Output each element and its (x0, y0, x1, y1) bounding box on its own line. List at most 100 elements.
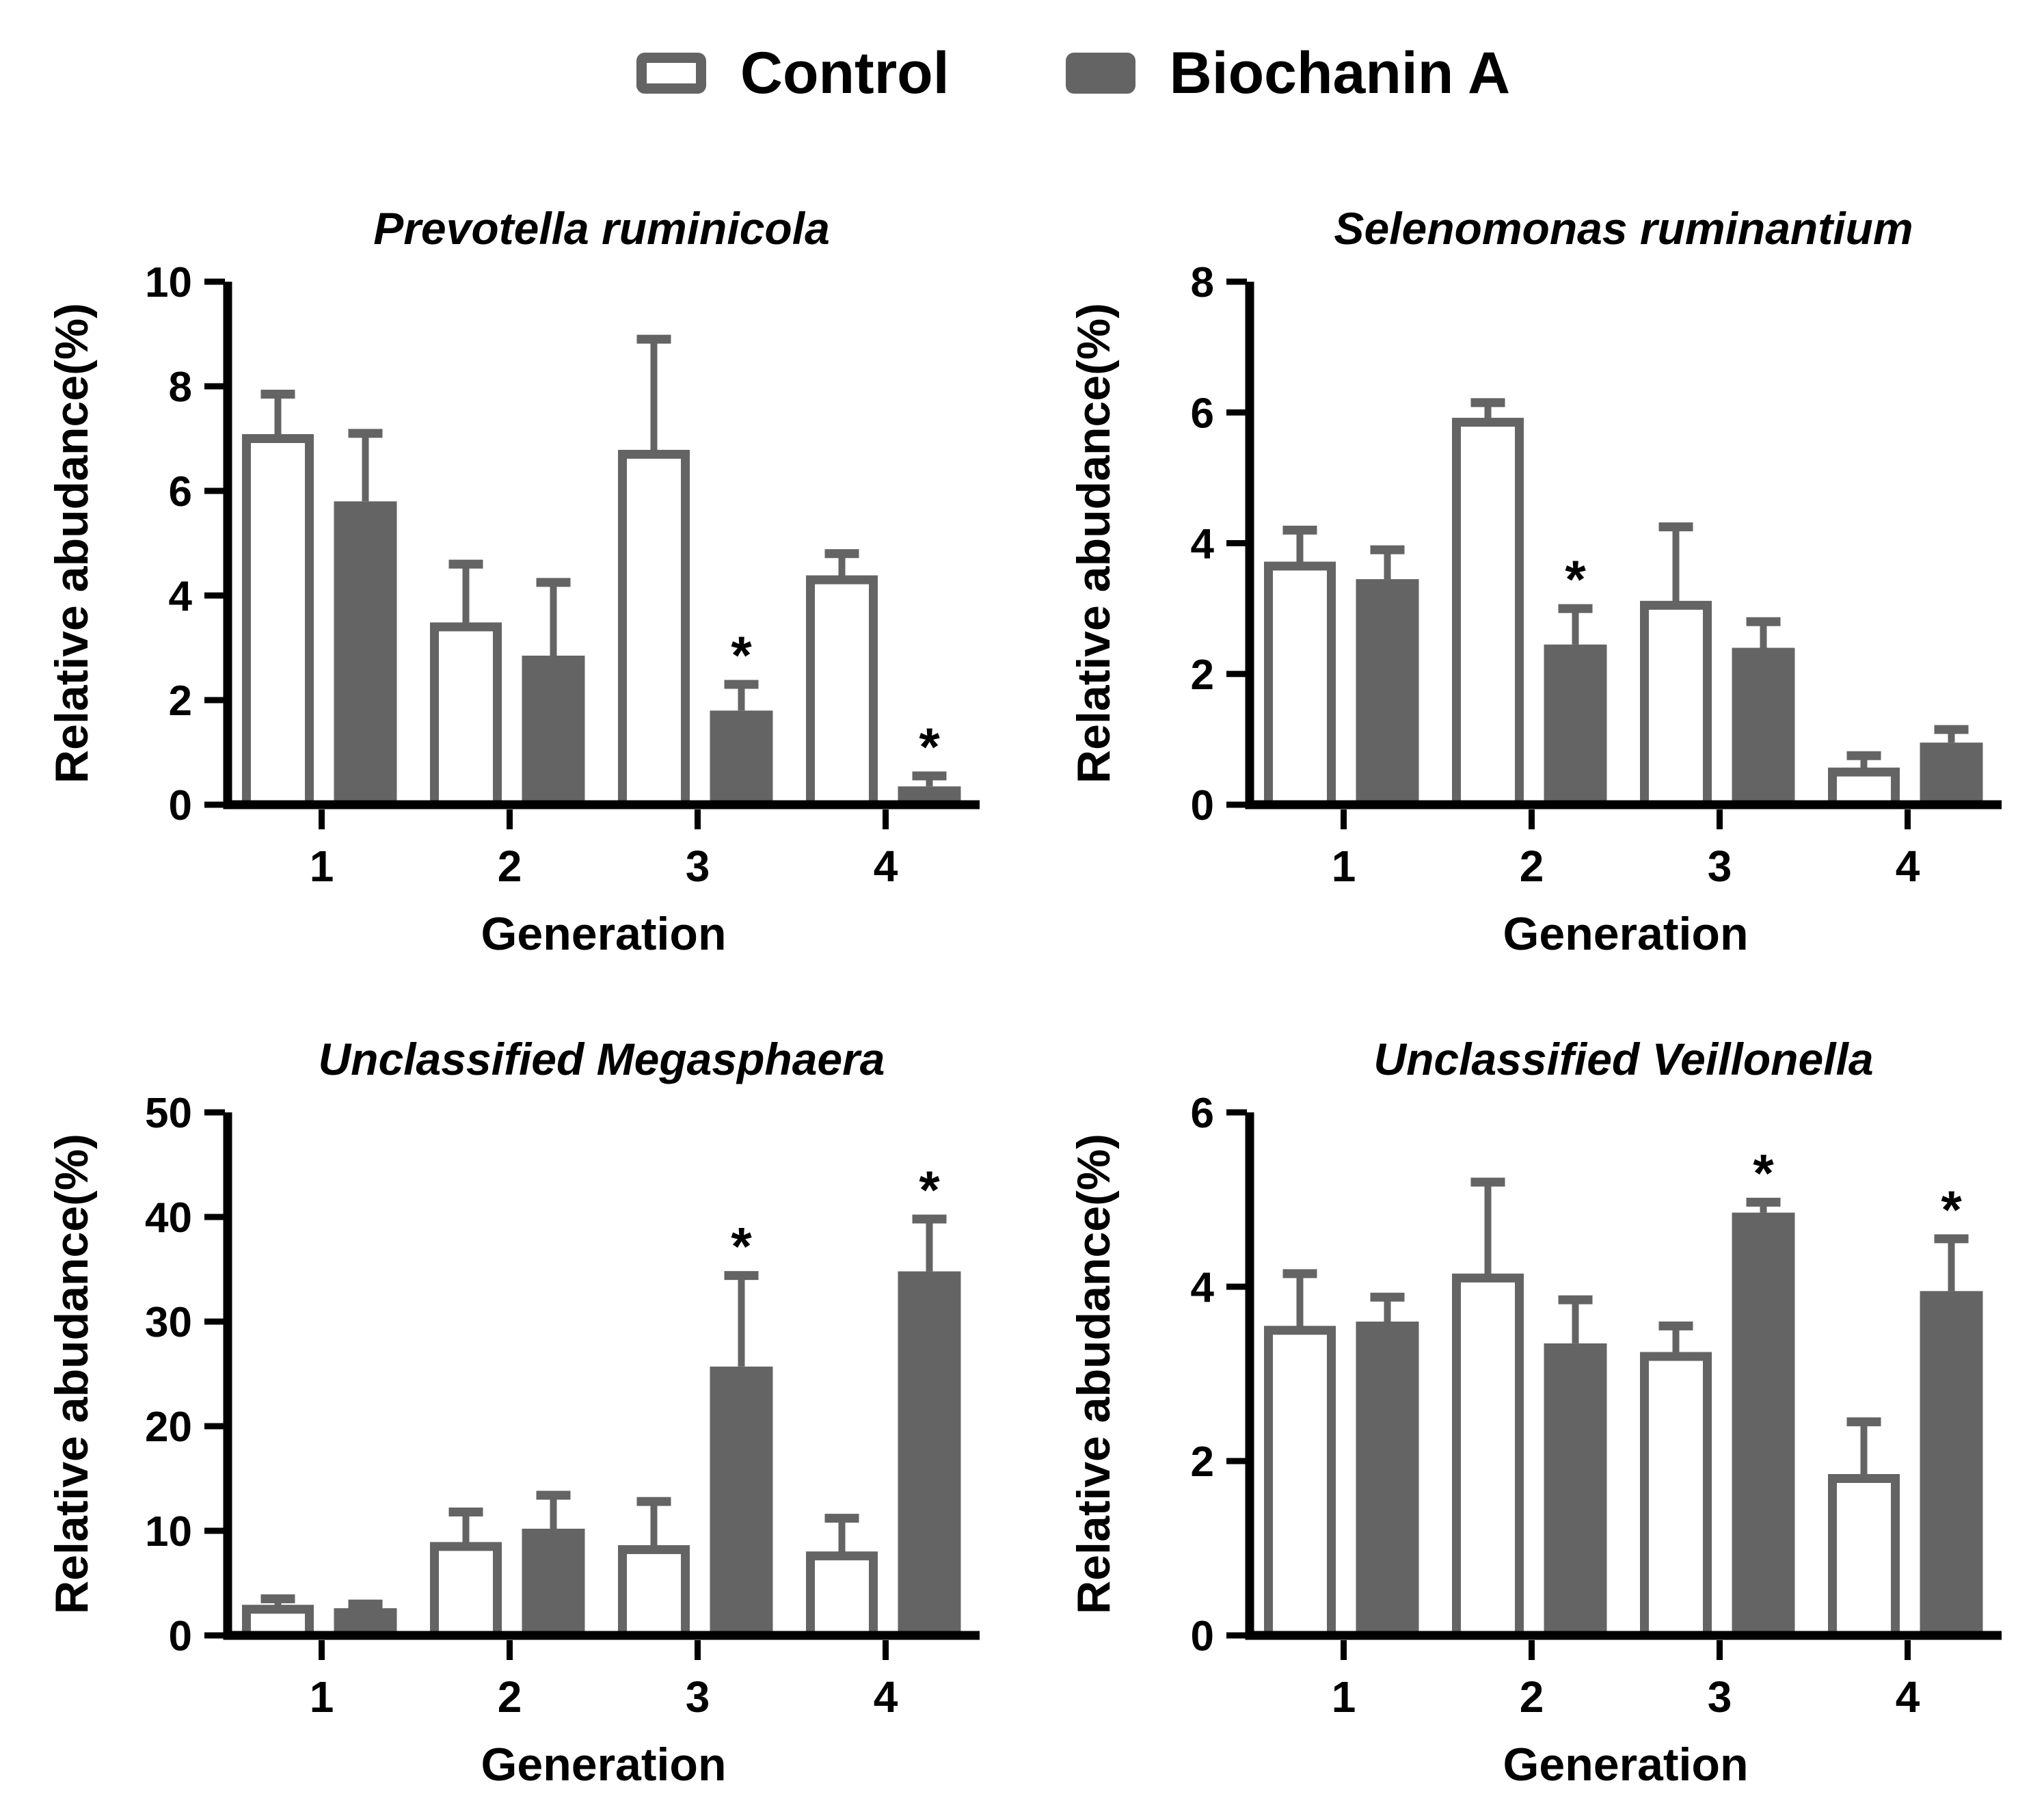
y-tick-label: 20 (145, 1404, 192, 1451)
bar-biochanin-a (898, 1271, 960, 1635)
y-tick-label: 2 (1190, 652, 1213, 699)
bar-control (617, 1545, 690, 1640)
x-axis-label: Generation (481, 908, 726, 960)
y-tick-label: 6 (168, 468, 191, 516)
significance-asterisk: * (1753, 1142, 1774, 1203)
y-axis-label: Relative abudance(%) (1068, 303, 1120, 784)
x-tick-label: 4 (873, 1672, 898, 1722)
y-tick-label: 10 (145, 261, 192, 306)
significance-asterisk: * (731, 625, 752, 685)
bar-biochanin-a (710, 1366, 772, 1635)
bar-biochanin-a (1544, 1343, 1606, 1635)
bar-biochanin-a (522, 655, 584, 805)
y-axis-label: Relative abudance(%) (46, 1134, 98, 1614)
x-tick-label: 2 (1519, 1672, 1544, 1722)
y-tick-label: 2 (1190, 1438, 1213, 1486)
chart-title-unclassified-megasphaera: Unclassified Megasphaera (318, 1034, 885, 1084)
bar-biochanin-a (1920, 742, 1982, 805)
y-tick-label: 8 (168, 364, 191, 411)
biochanin-a-swatch-icon (1065, 53, 1135, 94)
chart-title-unclassified-veillonella: Unclassified Veillonella (1373, 1034, 1874, 1084)
significance-asterisk: * (919, 1160, 940, 1220)
bar-biochanin-a (334, 501, 396, 805)
y-tick-label: 0 (1190, 782, 1213, 829)
y-tick-label: 30 (145, 1299, 192, 1346)
x-axis-label: Generation (481, 1739, 726, 1791)
x-axis-label: Generation (1503, 908, 1748, 960)
y-tick-label: 8 (1190, 261, 1213, 306)
x-tick-label: 2 (1519, 842, 1544, 891)
chart-title-prevotella-ruminicola: Prevotella ruminicola (373, 203, 830, 254)
bar-biochanin-a (1544, 644, 1606, 805)
bar-control (1639, 1352, 1712, 1640)
y-tick-label: 6 (1190, 390, 1213, 437)
bar-control (805, 575, 878, 809)
bar-biochanin-a (522, 1528, 584, 1635)
y-axis-label: Relative abudance(%) (1068, 1134, 1120, 1614)
control-swatch-icon (636, 53, 706, 94)
y-tick-label: 50 (145, 1092, 192, 1137)
legend-label-control: Control (740, 40, 950, 106)
y-tick-label: 0 (1190, 1613, 1213, 1660)
significance-asterisk: * (1565, 549, 1586, 609)
x-tick-label: 3 (1707, 842, 1732, 891)
legend-label-biochanin-a: Biochanin A (1169, 40, 1511, 106)
x-tick-label: 3 (685, 1672, 710, 1722)
bar-biochanin-a (1732, 1212, 1794, 1635)
y-tick-label: 6 (1190, 1092, 1213, 1137)
y-tick-label: 40 (145, 1194, 192, 1242)
x-tick-label: 1 (1331, 842, 1356, 891)
y-axis-label: Relative abudance(%) (46, 303, 98, 784)
y-tick-label: 4 (1190, 521, 1214, 568)
bar-control (805, 1551, 878, 1640)
y-tick-label: 2 (168, 678, 191, 725)
legend-item-biochanin-a: Biochanin A (1065, 40, 1511, 106)
chart-legend: Control Biochanin A (0, 0, 2044, 111)
x-tick-label: 1 (1331, 1672, 1356, 1722)
y-tick-label: 0 (168, 782, 191, 829)
bar-control (1451, 418, 1524, 809)
bar-biochanin-a (1920, 1291, 1982, 1635)
bar-control (241, 434, 314, 809)
bar-control (1827, 1474, 1900, 1640)
bar-control (1263, 1326, 1336, 1640)
x-tick-label: 4 (1895, 1672, 1920, 1722)
x-tick-label: 3 (685, 842, 710, 891)
x-tick-label: 4 (873, 842, 898, 891)
x-tick-label: 1 (309, 1672, 334, 1722)
chart-title-selenomonas-ruminantium: Selenomonas ruminantium (1334, 203, 1913, 254)
bar-control (429, 622, 502, 809)
x-tick-label: 1 (309, 842, 334, 891)
bar-control (1451, 1273, 1524, 1640)
x-tick-label: 2 (497, 842, 522, 891)
y-tick-label: 4 (168, 573, 192, 620)
x-axis-label: Generation (1503, 1739, 1748, 1791)
x-tick-label: 3 (1707, 1672, 1732, 1722)
y-tick-label: 10 (145, 1508, 192, 1555)
y-tick-label: 0 (168, 1613, 191, 1660)
bar-control (1639, 600, 1712, 809)
significance-asterisk: * (731, 1216, 752, 1276)
y-tick-label: 4 (1190, 1264, 1214, 1311)
significance-asterisk: * (1941, 1179, 1962, 1240)
x-tick-label: 2 (497, 1672, 522, 1722)
bar-control (617, 449, 690, 809)
bar-biochanin-a (1356, 1322, 1418, 1635)
bar-control (1263, 561, 1336, 809)
significance-asterisk: * (919, 717, 940, 777)
bar-control (1827, 767, 1900, 809)
bar-biochanin-a (1356, 579, 1418, 805)
bar-biochanin-a (710, 710, 772, 805)
bar-control (429, 1542, 502, 1640)
legend-item-control: Control (636, 44, 950, 103)
